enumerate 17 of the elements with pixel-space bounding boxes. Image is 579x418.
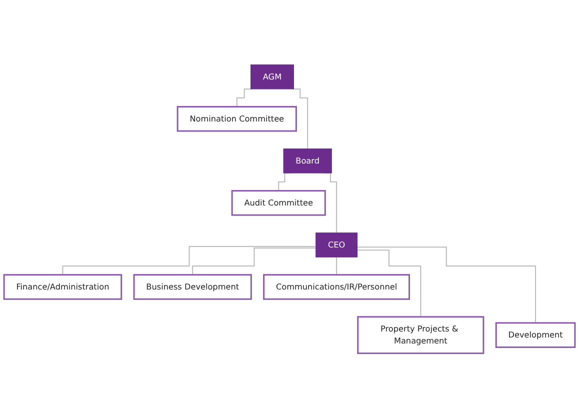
node-box: Nomination Committee: [176, 106, 297, 132]
connector: [336, 256, 338, 276]
node-box: CEO: [316, 232, 358, 258]
connector: [292, 88, 308, 150]
node-box: Property Projects & Management: [357, 316, 484, 354]
connector: [236, 88, 252, 108]
connector: [357, 250, 422, 318]
node-box: Finance/Administration: [3, 274, 122, 300]
connector: [357, 246, 536, 324]
node-box: Communications/IR/Personnel: [263, 274, 410, 300]
node-box: Development: [495, 322, 576, 348]
node-box: Board: [283, 148, 332, 174]
node-box: Business Development: [133, 274, 252, 300]
node-box: AGM: [250, 64, 294, 90]
connector: [192, 247, 316, 276]
connector: [62, 246, 316, 276]
node-box: Audit Committee: [231, 190, 326, 216]
